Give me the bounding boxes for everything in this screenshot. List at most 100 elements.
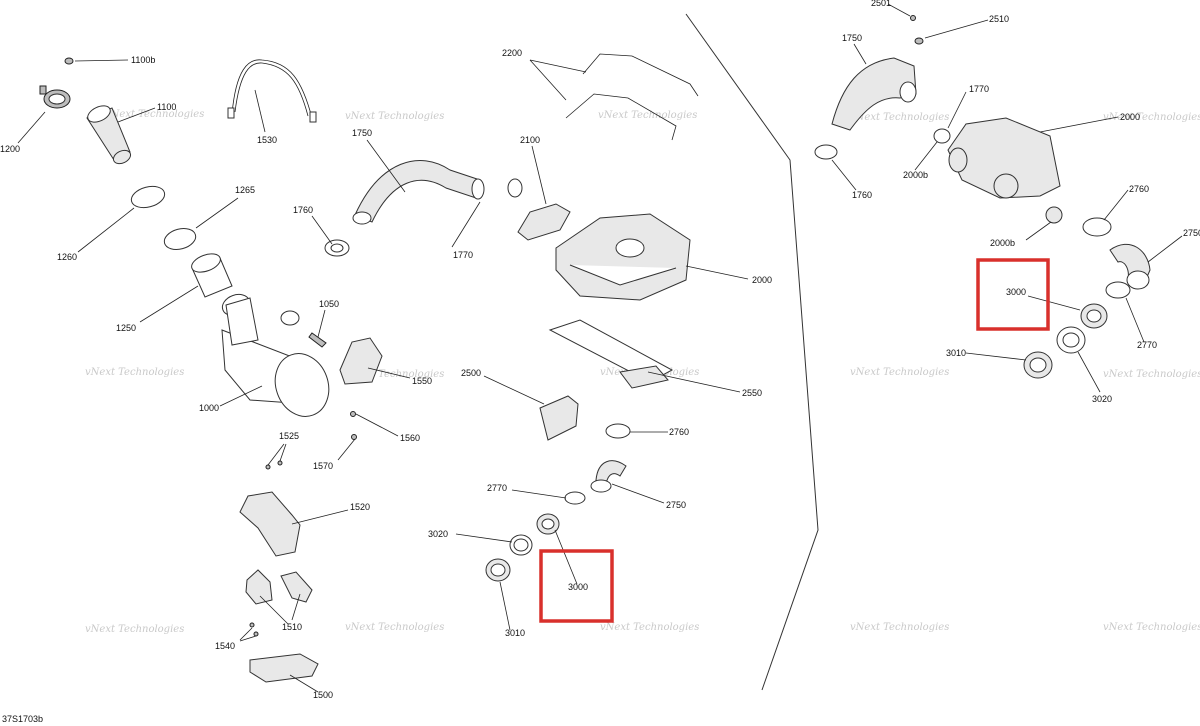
part-2000b-cap (1045, 206, 1063, 224)
part-1250-sleeve (191, 253, 233, 298)
part-1750-hose (352, 160, 485, 225)
watermark: vNext Technologies (85, 367, 184, 378)
label-1520: 1520 (350, 502, 370, 512)
label-2510: 2510 (989, 14, 1009, 24)
label-1250: 1250 (116, 323, 136, 333)
label-2550: 2550 (742, 388, 762, 398)
watermark: vNext Technologies (1103, 622, 1200, 633)
watermark: vNext Technologies (600, 622, 699, 633)
label-2000-right: 2000 (1120, 112, 1140, 122)
part-2500-bracket (539, 395, 579, 441)
label-2760-right: 2760 (1129, 184, 1149, 194)
part-3010-ring (485, 558, 511, 582)
label-1570: 1570 (313, 461, 333, 471)
label-1050: 1050 (319, 299, 339, 309)
label-2200: 2200 (502, 48, 522, 58)
part-2760-clamp-right (1082, 217, 1112, 237)
label-1510: 1510 (282, 622, 302, 632)
watermark: vNext Technologies (850, 622, 949, 633)
label-2500: 2500 (461, 368, 481, 378)
label-2000b-upper: 2000b (903, 170, 928, 180)
part-2000-airbox (555, 213, 691, 301)
part-2750-elbow (590, 460, 627, 493)
part-2770-clamp-right (1105, 281, 1131, 299)
label-1260: 1260 (57, 252, 77, 262)
highlight-box-3000-middle (539, 549, 614, 623)
part-1265-clamp (130, 185, 197, 251)
label-1750-left: 1750 (352, 128, 372, 138)
label-1760-right: 1760 (852, 190, 872, 200)
label-3000-right: 3000 (1006, 287, 1026, 297)
label-2000b-lower: 2000b (990, 238, 1015, 248)
part-1750-hose-right (831, 57, 917, 131)
part-1770-ring (507, 178, 523, 198)
part-3020-ring (509, 534, 533, 556)
part-2100-bracket (517, 203, 571, 241)
diagram-code: 37S1703b (2, 714, 43, 724)
watermark: vNext Technologies (850, 367, 949, 378)
label-1200: 1200 (0, 144, 20, 154)
part-2200-rods (565, 53, 699, 141)
label-3020-right: 3020 (1092, 394, 1112, 404)
label-1500: 1500 (313, 690, 333, 700)
part-1760-clamp-right (814, 144, 838, 160)
watermark: vNext Technologies (850, 112, 949, 123)
watermark: vNext Technologies (1103, 369, 1200, 380)
label-1525: 1525 (279, 431, 299, 441)
part-2750-elbow-right (1109, 244, 1151, 290)
label-2100: 2100 (520, 135, 540, 145)
label-1750-right: 1750 (842, 33, 862, 43)
part-1500-plate (249, 653, 319, 683)
part-1530-strap (227, 59, 317, 123)
label-1530: 1530 (257, 135, 277, 145)
label-2770-middle: 2770 (487, 483, 507, 493)
part-1050-bolt (308, 332, 327, 348)
label-2750-right: 2750 (1183, 228, 1200, 238)
part-3020-ring-right (1056, 326, 1086, 354)
part-2000-airbox-right (947, 117, 1061, 199)
part-1520-panel (239, 491, 301, 557)
section-divider (685, 13, 819, 691)
part-3000-adapter (536, 513, 560, 535)
watermark: vNext Technologies (85, 624, 184, 635)
part-1760-clamp (324, 239, 350, 257)
label-1265: 1265 (235, 185, 255, 195)
label-2501: 2501 (871, 0, 891, 8)
highlight-box-3000-right (976, 258, 1050, 331)
part-2510-washer (914, 37, 924, 45)
part-1770-ring-right (933, 128, 951, 144)
label-1760-left: 1760 (293, 205, 313, 215)
watermark: vNext Technologies (105, 109, 204, 120)
label-1550: 1550 (412, 376, 432, 386)
part-1510-brackets (245, 569, 313, 605)
leader-lines (17, 3, 1183, 693)
label-3010-right: 3010 (946, 348, 966, 358)
label-2760-middle: 2760 (669, 427, 689, 437)
label-2750-middle: 2750 (666, 500, 686, 510)
part-3010-ring-right (1023, 351, 1053, 379)
part-1540-screws (249, 622, 259, 637)
watermark: vNext Technologies (1103, 112, 1200, 123)
watermark: vNext Technologies (598, 110, 697, 121)
watermark: vNext Technologies (345, 111, 444, 122)
label-1100: 1100 (157, 102, 176, 112)
part-1100b-clip (64, 57, 74, 65)
part-2501-bolt (910, 15, 916, 21)
label-1000: 1000 (199, 403, 219, 413)
label-2000-middle: 2000 (752, 275, 772, 285)
part-2550-plate (548, 319, 674, 389)
label-2770-right: 2770 (1137, 340, 1157, 350)
watermark: vNext Technologies (345, 622, 444, 633)
part-1000-muffler (221, 293, 330, 417)
label-3010-middle: 3010 (505, 628, 525, 638)
part-labels: 1100b 1100 1200 1530 1750 1265 1260 1250… (0, 0, 1200, 700)
label-3000-middle: 3000 (568, 582, 588, 592)
label-1100b: 1100b (131, 55, 155, 65)
part-2760-clamp (605, 423, 631, 439)
part-1570-washer (351, 434, 357, 440)
label-1770-right: 1770 (969, 84, 989, 94)
part-2770-clamp (564, 491, 586, 505)
part-3000-adapter-right (1080, 303, 1108, 329)
part-1560-nut (350, 411, 356, 417)
